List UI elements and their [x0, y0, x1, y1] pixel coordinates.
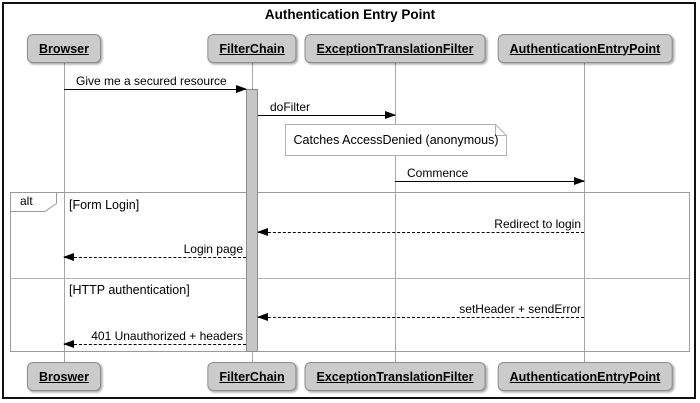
note-outline-icon: [285, 124, 507, 156]
guard-form-login: [Form Login]: [69, 198, 140, 212]
message-label: setHeader + sendError: [459, 302, 581, 316]
participant-authenticationentrypoint-top: AuthenticationEntryPoint: [497, 34, 673, 63]
arrowhead-right-icon: [385, 111, 396, 119]
guard-http-authentication: [HTTP authentication]: [69, 283, 190, 297]
activation-bar-filterchain: [246, 89, 258, 352]
participant-label: FilterChain: [219, 41, 285, 56]
participant-exceptiontranslationfilter-top: ExceptionTranslationFilter: [304, 34, 486, 63]
message-label: Login page: [183, 242, 243, 256]
message-line: [64, 344, 246, 345]
message-label: 401 Unauthorized + headers: [91, 329, 243, 343]
alt-section-divider: [11, 278, 689, 279]
arrowhead-left-icon: [63, 340, 74, 348]
participant-label: FilterChain: [219, 369, 285, 384]
participant-label: AuthenticationEntryPoint: [509, 369, 661, 384]
diagram-title: Authentication Entry Point: [264, 7, 436, 22]
participant-filterchain-bottom: FilterChain: [207, 362, 297, 391]
participant-authenticationentrypoint-bottom: AuthenticationEntryPoint: [497, 362, 673, 391]
note-text: Catches AccessDenied (anonymous): [293, 133, 499, 147]
participant-filterchain-top: FilterChain: [207, 34, 297, 63]
alt-operator-label: alt: [20, 194, 33, 208]
message-line: [64, 89, 246, 90]
participant-label: Browser: [38, 41, 90, 56]
message-label: Give me a secured resource: [76, 74, 227, 88]
message-line: [258, 115, 395, 116]
participant-browser-top: Browser: [26, 34, 102, 63]
participant-label: Broswer: [38, 369, 90, 384]
message-line: [258, 317, 584, 318]
alt-operator-pentagon-icon: [11, 193, 57, 212]
arrowhead-left-icon: [63, 253, 74, 261]
participant-exceptiontranslationfilter-bottom: ExceptionTranslationFilter: [304, 362, 486, 391]
arrowhead-left-icon: [257, 228, 268, 236]
message-label: Commence: [407, 166, 469, 180]
message-label: Redirect to login: [494, 217, 581, 231]
lifeline-authenticationentrypoint: [584, 63, 585, 362]
arrowhead-right-icon: [236, 85, 247, 93]
lifeline-browser: [64, 63, 65, 362]
arrowhead-right-icon: [574, 177, 585, 185]
participant-label: AuthenticationEntryPoint: [509, 41, 661, 56]
alt-fragment-frame: alt [Form Login] [HTTP authentication]: [10, 192, 690, 352]
message-line: [64, 257, 246, 258]
note-catches-accessdenied: Catches AccessDenied (anonymous): [285, 124, 507, 156]
arrowhead-left-icon: [257, 313, 268, 321]
message-label: doFilter: [270, 100, 311, 114]
participant-label: ExceptionTranslationFilter: [316, 369, 474, 384]
participant-label: ExceptionTranslationFilter: [316, 41, 474, 56]
message-line: [395, 181, 584, 182]
lifeline-exceptiontranslationfilter: [395, 63, 396, 362]
message-line: [258, 232, 584, 233]
participant-browser-bottom: Broswer: [26, 362, 102, 391]
